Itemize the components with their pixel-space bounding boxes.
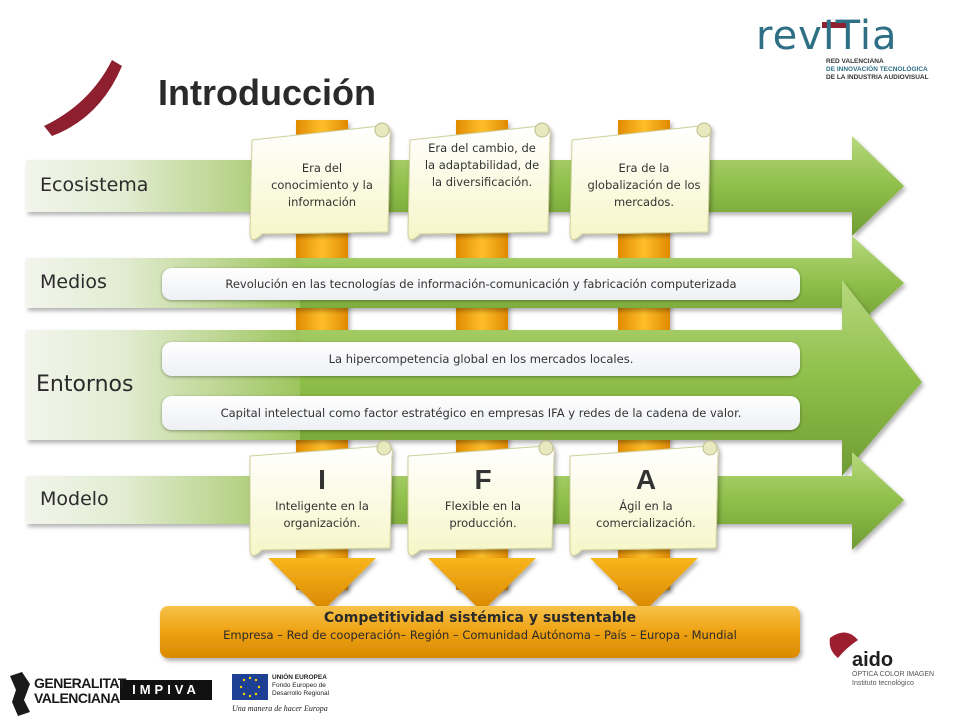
era-text-2: Era del cambio, de la adaptabilidad, de … [424,141,540,189]
aido-logo: aido ÓPTICA COLOR IMAGEN Instituto tecno… [852,650,934,688]
model-text-a: Ágil en la comercialización. [596,499,696,530]
revitia-sub-1: RED VALENCIANA [826,58,884,65]
generalitat-line-1: GENERALITAT [34,675,126,691]
revitia-wordmark: revITia [756,13,898,59]
result-box-bg [160,606,800,658]
model-scrolls [249,440,719,556]
aido-wordmark: aido [852,649,894,671]
model-scroll-i: I Inteligente en la organización. [262,464,382,532]
result-title: Competitividad sistémica y sustentable [323,610,637,626]
medios-pill: Revolución en las tecnologías de informa… [162,268,800,300]
result-subtitle: Empresa – Red de cooperación– Región – C… [223,628,737,642]
revitia-accent [822,22,846,28]
era-scrolls [249,122,712,240]
generalitat-line-2: VALENCIANA [34,690,120,706]
eu-tagline: Una manera de hacer Europa [232,704,328,713]
page-title: Introducción [158,72,376,113]
model-scroll-f: F Flexible en la producción. [422,464,544,532]
eu-line-1: UNIÓN EUROPEA [272,674,327,681]
down-arrows [268,558,698,612]
model-letter-a: A [635,464,657,495]
impiva-logo-bg [120,680,212,700]
aido-sub-1: ÓPTICA COLOR IMAGEN [852,671,935,678]
revitia-sub-2: DE INNOVACIÓN TECNOLÓGICA [826,66,928,73]
eu-logo-text: UNIÓN EUROPEA Fondo Europeo de Desarroll… [272,674,329,698]
row-label-medios: Medios [40,271,107,293]
model-letter-f: F [474,464,492,495]
row-label-ecosistema: Ecosistema [40,174,149,196]
swoosh-icon [44,60,122,136]
aido-sub-2: Instituto tecnológico [852,680,914,687]
entornos-pill-2: Capital intelectual como factor estratég… [162,396,800,430]
aido-logo-mark [829,632,858,658]
model-text-i: Inteligente en la organización. [275,499,369,530]
eu-line-2: Fondo Europeo de [272,682,326,689]
revitia-sub-3: DE LA INDUSTRIA AUDIOVISUAL [826,74,929,81]
eu-line-3: Desarrollo Regional [272,690,330,697]
row-label-entornos: Entornos [36,372,134,397]
revitia-logo: revITia RED VALENCIANA DE INNOVACIÓN TEC… [756,14,946,94]
entornos-pill-1: La hipercompetencia global en los mercad… [162,342,800,376]
era-text-1: Era del conocimiento y la información [271,161,373,209]
impiva-logo: IMPIVA [132,682,200,697]
generalitat-logo: GENERALITAT VALENCIANA [34,676,126,706]
generalitat-logo-mark [10,672,30,716]
result-box: Competitividad sistémica y sustentable E… [160,610,800,642]
row-label-modelo: Modelo [40,488,109,510]
model-scroll-a: A Ágil en la comercialización. [584,464,708,532]
model-letter-i: I [318,464,326,495]
model-text-f: Flexible en la producción. [444,499,522,530]
era-text-3: Era de la globalización de los mercados. [587,161,701,209]
